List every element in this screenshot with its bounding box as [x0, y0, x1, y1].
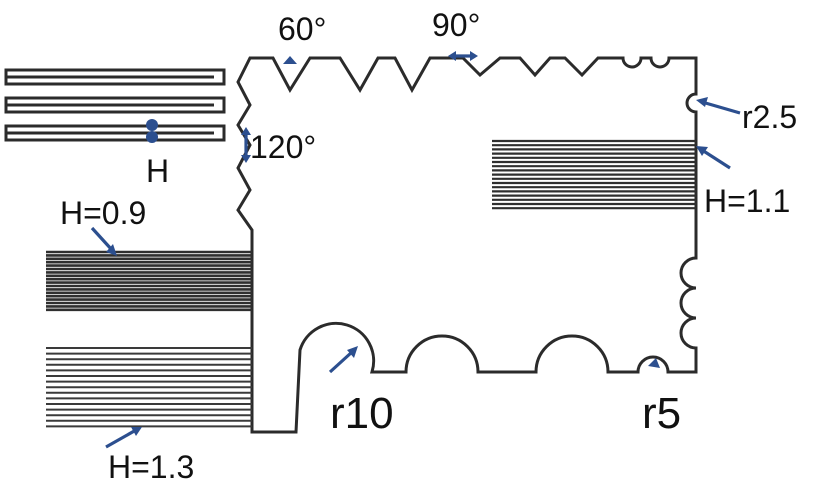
line-grating-h1-1 — [492, 139, 696, 210]
line-grating-h1-3 — [46, 347, 252, 428]
label-height-1-1: H=1.1 — [704, 183, 790, 219]
arrow-h0-9 — [90, 226, 117, 256]
label-height-0-9: H=0.9 — [60, 195, 146, 231]
arrow-r5 — [648, 358, 660, 368]
angle-90-marker — [448, 51, 478, 61]
label-angle-60: 60° — [278, 11, 326, 47]
label-radius-10: r10 — [330, 389, 394, 438]
angle-120-marker — [241, 127, 251, 163]
angle-60-marker — [283, 56, 297, 64]
arrow-h1-1 — [696, 146, 731, 170]
label-height-1-3: H=1.3 — [108, 449, 194, 485]
label-radius-5: r5 — [642, 389, 681, 438]
label-height-h: H — [146, 153, 169, 189]
label-angle-120: 120° — [250, 129, 316, 165]
height-h-marker — [146, 119, 158, 143]
specimen-outline — [236, 56, 698, 434]
line-grating-h0-9 — [46, 250, 252, 312]
arrow-r10 — [328, 346, 358, 374]
arrow-r2-5 — [696, 97, 741, 115]
slot-group-h — [4, 68, 226, 142]
arrow-h1-3 — [105, 427, 142, 449]
label-radius-2-5: r2.5 — [742, 99, 797, 135]
label-angle-90: 90° — [432, 7, 480, 43]
